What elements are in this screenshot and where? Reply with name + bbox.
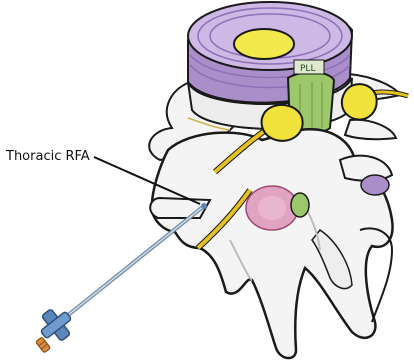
rfa-probe — [34, 203, 207, 353]
probe-tip — [201, 203, 207, 209]
probe-connector — [36, 337, 51, 353]
pll-label: PLL — [300, 64, 315, 74]
probe-label: Thoracic RFA — [5, 149, 90, 164]
vertebral-arch — [150, 129, 392, 358]
nucleus-pulposus — [234, 29, 294, 59]
